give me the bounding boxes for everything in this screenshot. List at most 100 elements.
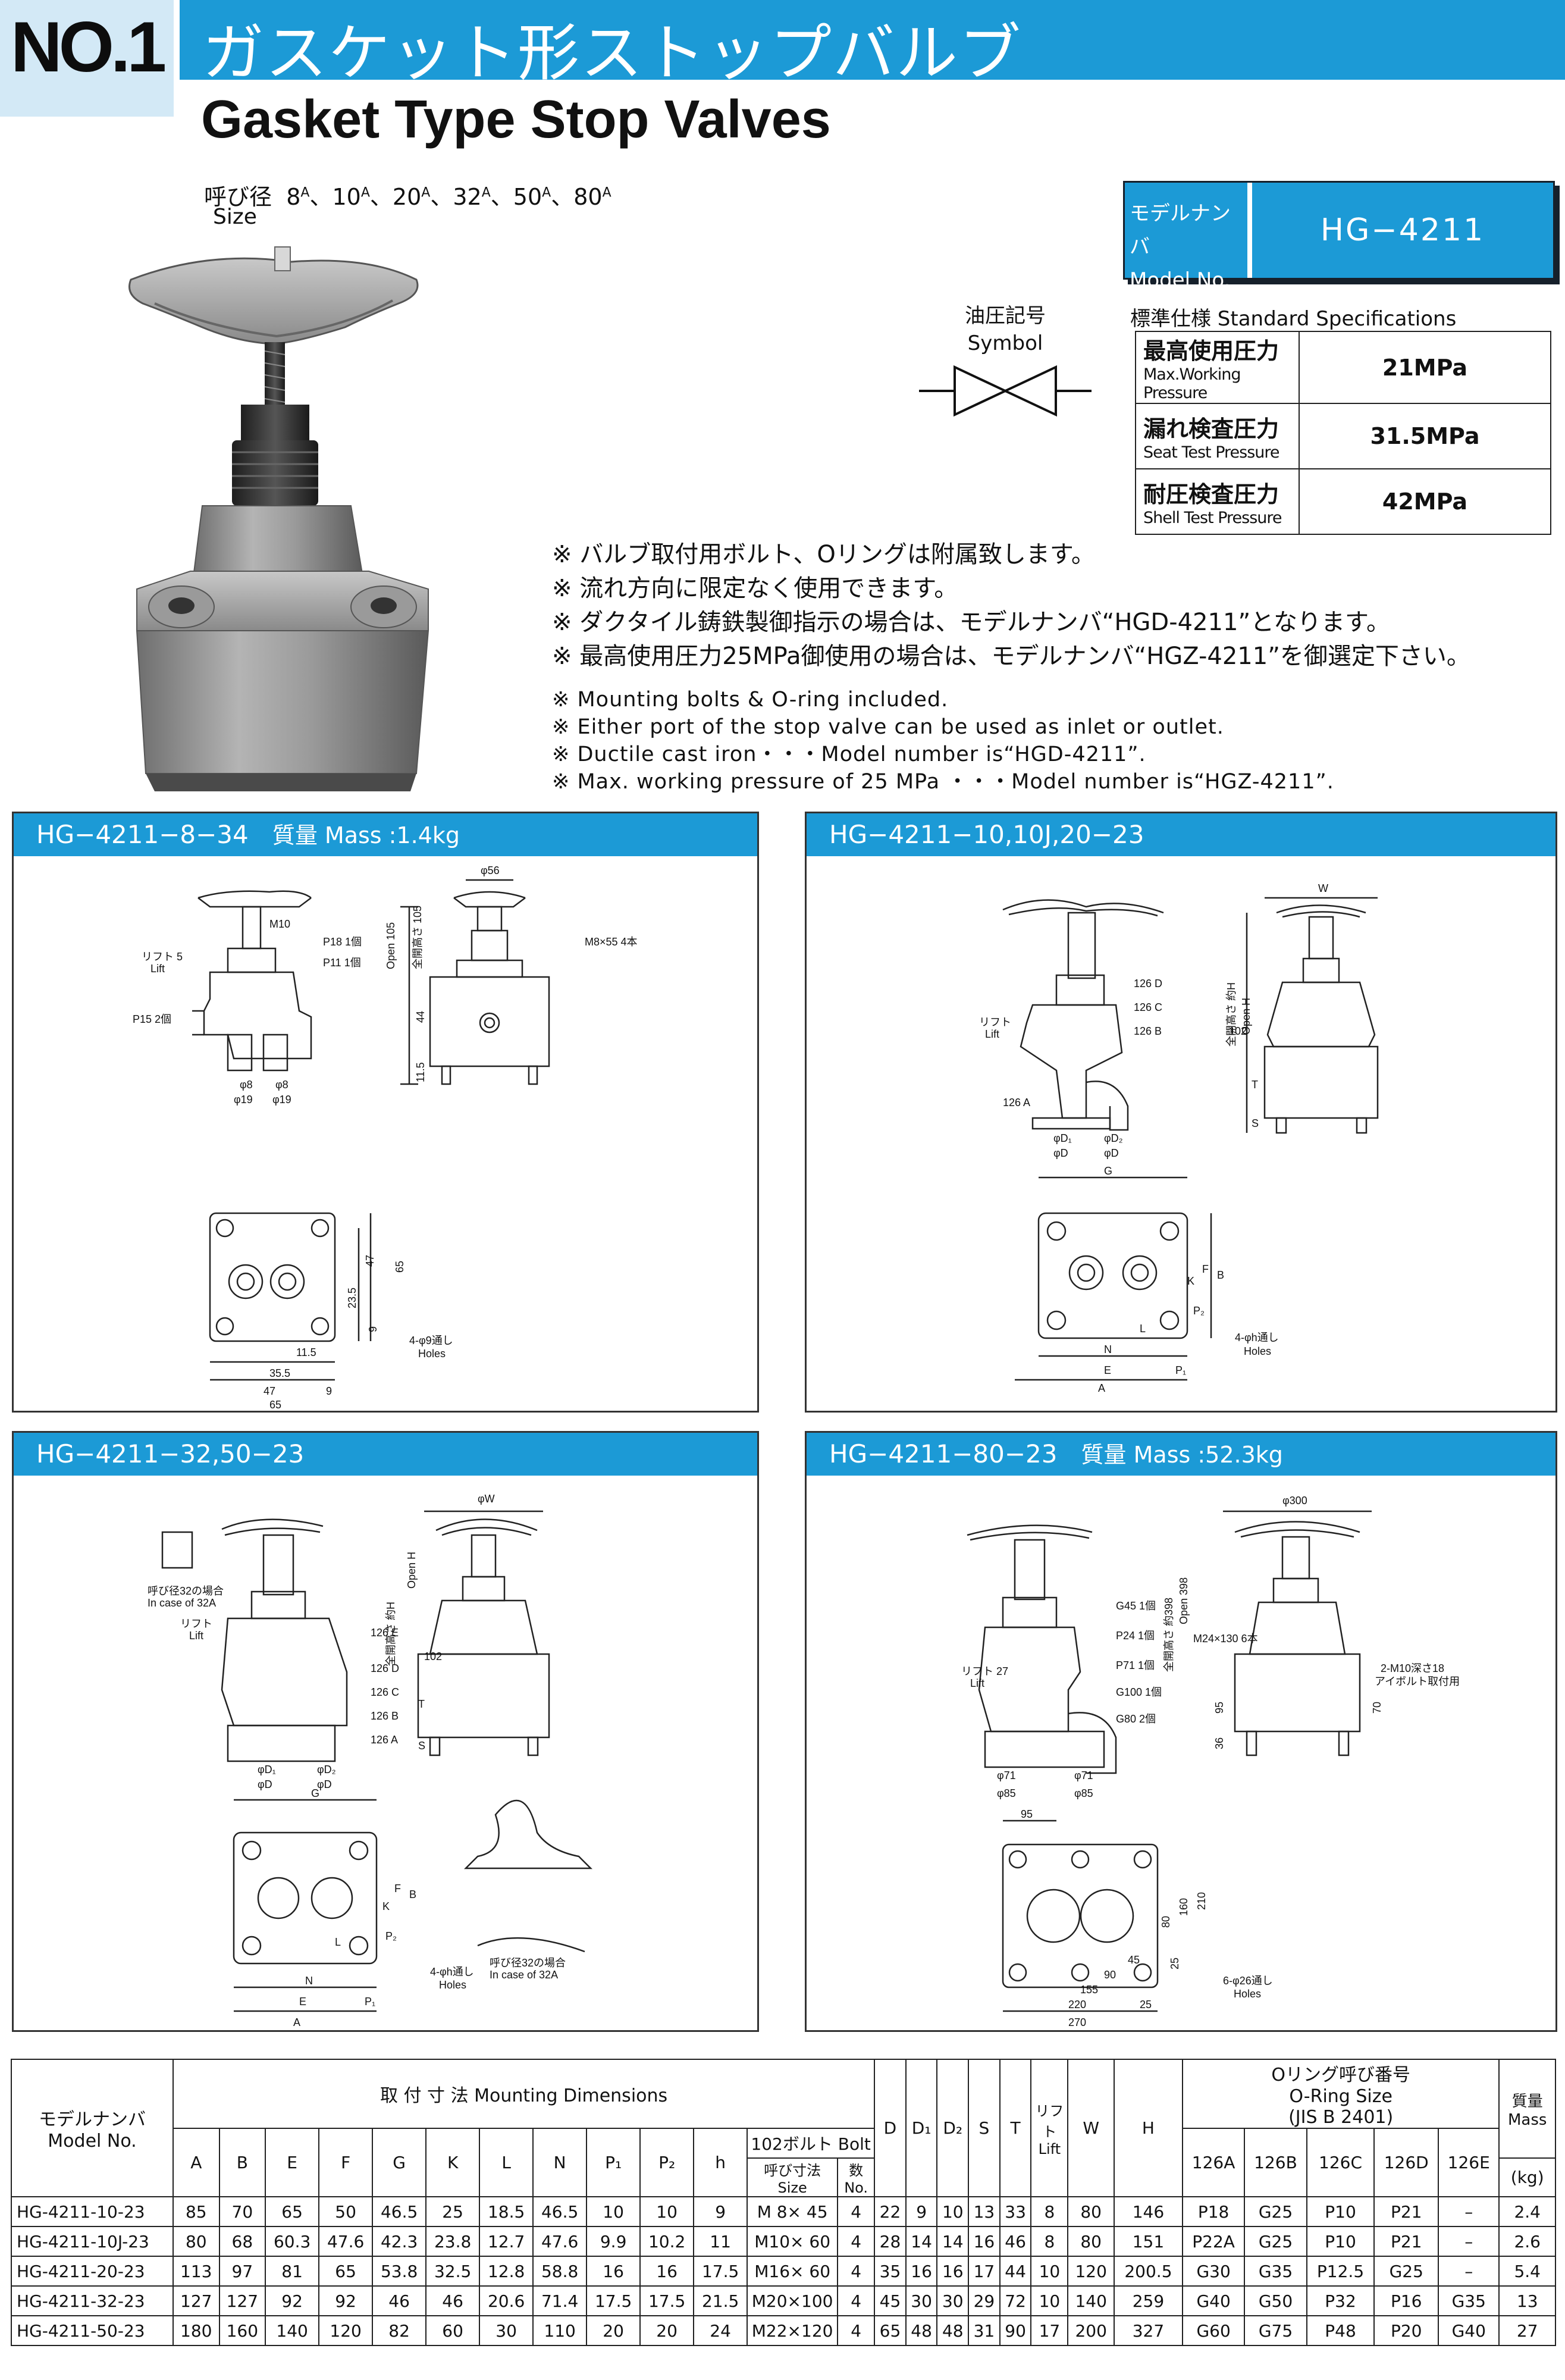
- col-G: G: [372, 2128, 427, 2197]
- table-cell: 16: [936, 2256, 970, 2287]
- table-cell: 13: [1498, 2285, 1556, 2316]
- table-cell: 10: [586, 2196, 641, 2227]
- table-cell: 81: [265, 2256, 320, 2287]
- dim-label: φD: [317, 1778, 332, 1790]
- table-cell: 80: [1067, 2196, 1115, 2227]
- table-cell: 17.5: [639, 2285, 695, 2316]
- dim-label: リフト: [180, 1618, 212, 1630]
- table-cell: 20.6: [479, 2285, 534, 2316]
- table-cell: 14: [905, 2226, 938, 2257]
- number-badge: NO.1: [0, 0, 174, 117]
- size-32: 32A: [453, 184, 491, 210]
- drawing-10-20: W リフト Lift 全開高さ 約H Open H 126 D 126 C 12…: [979, 882, 1379, 1394]
- col-P2: P₂: [639, 2128, 695, 2197]
- dim-label: P₂: [1193, 1305, 1205, 1317]
- dim-label: 4-φ9通し: [409, 1335, 453, 1346]
- dim-label: 11.5: [296, 1346, 316, 1358]
- dim-label: φW: [478, 1493, 495, 1505]
- note-en: ※ Max. working pressure of 25 MPa ・・・Mod…: [552, 770, 1334, 794]
- table-cell: 14: [936, 2226, 970, 2257]
- table-cell: 30: [479, 2315, 534, 2346]
- symbol-label-jp: 油圧記号: [965, 304, 1046, 328]
- table-cell: 92: [318, 2285, 374, 2316]
- drawing-panel-32-50: HG−4211−32,50−23 φW Open H 全開高さ 約H: [12, 1431, 759, 2032]
- table-cell: 65: [318, 2256, 374, 2287]
- valve-symbol-icon: [919, 365, 1092, 417]
- dim-label: 6-φ26通し: [1223, 1975, 1273, 1987]
- table-cell: 50: [318, 2196, 374, 2227]
- col-W: W: [1067, 2059, 1115, 2197]
- dim-label: P₂: [385, 1930, 397, 1942]
- model-cell: HG-4211-20-23: [11, 2256, 174, 2287]
- dim-label: Holes: [418, 1348, 446, 1360]
- dim-label: Holes: [1234, 1988, 1261, 2000]
- table-cell: 9.9: [586, 2226, 641, 2257]
- note-jp: ※ ダクタイル鋳鉄製御指示の場合は、モデルナンバ“HGD-4211”となります。: [552, 609, 1390, 636]
- table-cell: 11: [693, 2226, 748, 2257]
- dim-label: 95: [1021, 1808, 1033, 1820]
- table-cell: 127: [173, 2285, 220, 2316]
- table-cell: 140: [265, 2315, 320, 2346]
- dim-label: N: [1104, 1344, 1112, 1355]
- table-cell: 259: [1113, 2285, 1183, 2316]
- col-F: F: [318, 2128, 374, 2197]
- table-cell: 10: [639, 2196, 695, 2227]
- table-cell: –: [1438, 2196, 1500, 2227]
- table-cell: 48: [905, 2315, 938, 2346]
- col-bolt-qty: 数 No.: [837, 2157, 876, 2197]
- col-mass-unit: (kg): [1498, 2157, 1556, 2197]
- dim-label: L: [335, 1936, 341, 1948]
- dim-label: 47: [364, 1255, 376, 1267]
- dim-label: G80 2個: [1116, 1713, 1156, 1725]
- table-cell: 45: [874, 2285, 907, 2316]
- col-B: B: [218, 2128, 266, 2197]
- dim-label: 25: [1169, 1958, 1181, 1969]
- dim-label: φD: [1104, 1147, 1119, 1159]
- col-S: S: [968, 2059, 1001, 2197]
- note-jp: ※ 最高使用圧力25MPa御使用の場合は、モデルナンバ“HGZ-4211”を御選…: [552, 643, 1470, 670]
- dim-label: 全開高さ 105: [412, 906, 424, 969]
- table-cell: 25: [425, 2196, 481, 2227]
- dim-label: 102: [424, 1651, 442, 1662]
- table-cell: 13: [968, 2196, 1001, 2227]
- dim-label: B: [409, 1889, 416, 1900]
- table-cell: 2.4: [1498, 2196, 1556, 2227]
- dim-label: 4-φh通し: [430, 1966, 474, 1978]
- dim-label: φ300: [1282, 1495, 1307, 1507]
- table-cell: 21.5: [693, 2285, 748, 2316]
- dim-label: 11.5: [415, 1062, 426, 1082]
- dim-label: 呼び径32の場合: [148, 1585, 224, 1597]
- dim-label: 210: [1196, 1892, 1208, 1910]
- table-cell: 65: [874, 2315, 907, 2346]
- dim-label: G45 1個: [1116, 1600, 1156, 1612]
- col-P1: P₁: [586, 2128, 641, 2197]
- symbol-label: 油圧記号 Symbol: [952, 302, 1059, 357]
- dim-label: Lift: [150, 963, 165, 975]
- dim-label: 35.5: [269, 1367, 290, 1379]
- dim-label: Lift: [970, 1677, 984, 1689]
- table-cell: 110: [532, 2315, 588, 2346]
- dim-label: A: [1098, 1382, 1105, 1394]
- dim-label: φ8: [275, 1079, 288, 1091]
- model-cell: HG-4211-32-23: [11, 2285, 174, 2316]
- dim-label: E: [1104, 1364, 1111, 1376]
- note-en: ※ Either port of the stop valve can be u…: [552, 715, 1224, 739]
- col-D: D: [874, 2059, 907, 2197]
- dim-label: φD₂: [317, 1764, 336, 1775]
- dim-label: 65: [394, 1261, 406, 1273]
- table-cell: P48: [1306, 2315, 1375, 2346]
- symbol-label-en: Symbol: [967, 331, 1043, 355]
- dim-label: G: [311, 1787, 319, 1799]
- table-cell: 60: [425, 2315, 481, 2346]
- dim-label: φ8: [240, 1079, 253, 1091]
- table-cell: M10× 60: [747, 2226, 839, 2257]
- table-cell: 17: [1030, 2315, 1069, 2346]
- table-cell: 16: [905, 2256, 938, 2287]
- dim-label: N: [305, 1975, 313, 1987]
- dim-label: F: [394, 1883, 401, 1894]
- table-cell: G75: [1244, 2315, 1307, 2346]
- col-126C: 126C: [1306, 2128, 1375, 2197]
- table-cell: 44: [999, 2256, 1032, 2287]
